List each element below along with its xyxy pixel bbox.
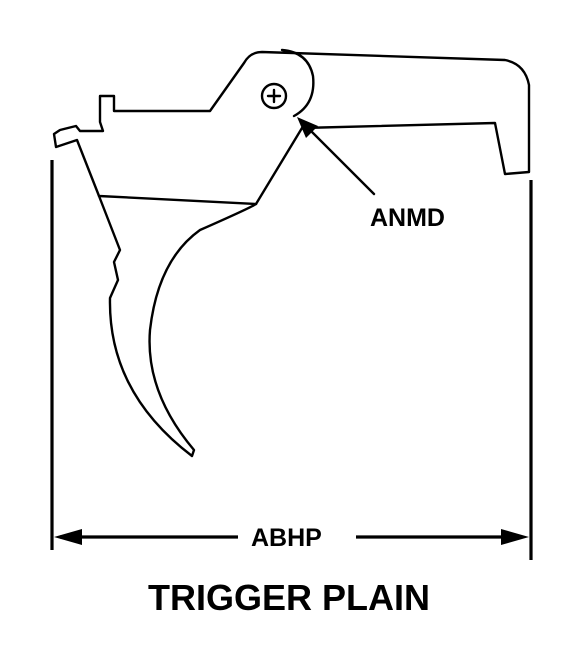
pivot-leader-line: [302, 122, 376, 196]
trigger-body-outline: [52, 50, 531, 206]
pivot-leader-arrowhead: [297, 117, 318, 138]
diagram-title: TRIGGER PLAIN: [148, 577, 430, 618]
dimension-arrowhead-right: [501, 529, 529, 545]
pivot-hole: [260, 82, 288, 110]
dimension-arrowhead-left: [54, 529, 82, 545]
width-callout-label: ABHP: [251, 524, 322, 552]
pivot-callout-label: ANMD: [370, 204, 445, 232]
trigger-blade: [97, 194, 258, 458]
pivot-boss: [280, 48, 315, 118]
